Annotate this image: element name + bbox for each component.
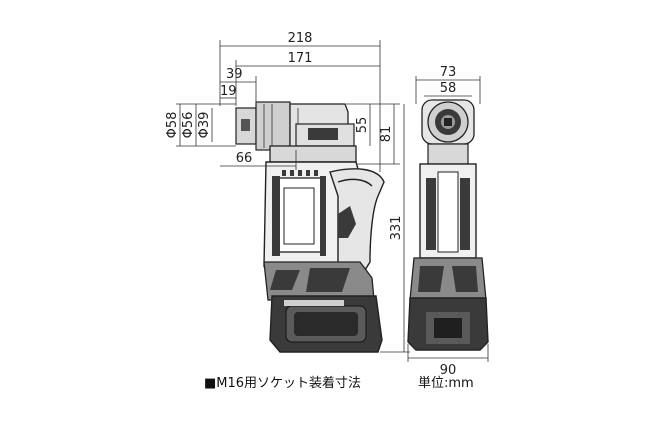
trigger xyxy=(338,206,356,238)
handle xyxy=(329,168,385,279)
dim-dia-39: Φ39 xyxy=(197,112,212,139)
side-view xyxy=(235,101,385,353)
dim-73: 73 xyxy=(440,65,457,80)
dim-dia-56: Φ56 xyxy=(181,112,196,139)
logo-plate xyxy=(308,128,338,140)
dim-66: 66 xyxy=(236,151,253,166)
dimension-lines xyxy=(176,40,489,362)
units-label: 単位:mm xyxy=(418,375,474,391)
dim-19: 19 xyxy=(220,84,237,99)
dim-dia-58: Φ58 xyxy=(165,112,180,139)
dim-90: 90 xyxy=(440,363,457,378)
socket-body xyxy=(255,101,291,151)
dim-331: 331 xyxy=(389,216,404,241)
front-view xyxy=(407,99,489,351)
dim-218: 218 xyxy=(288,31,313,46)
dim-171: 171 xyxy=(288,51,313,66)
caption: ■M16用ソケット装着寸法 xyxy=(204,375,361,391)
head-collar xyxy=(269,145,357,163)
dim-39: 39 xyxy=(226,67,243,82)
dim-81: 81 xyxy=(379,126,394,143)
dim-55: 55 xyxy=(355,117,370,134)
dim-58-front: 58 xyxy=(440,81,457,96)
socket-square xyxy=(241,119,250,131)
